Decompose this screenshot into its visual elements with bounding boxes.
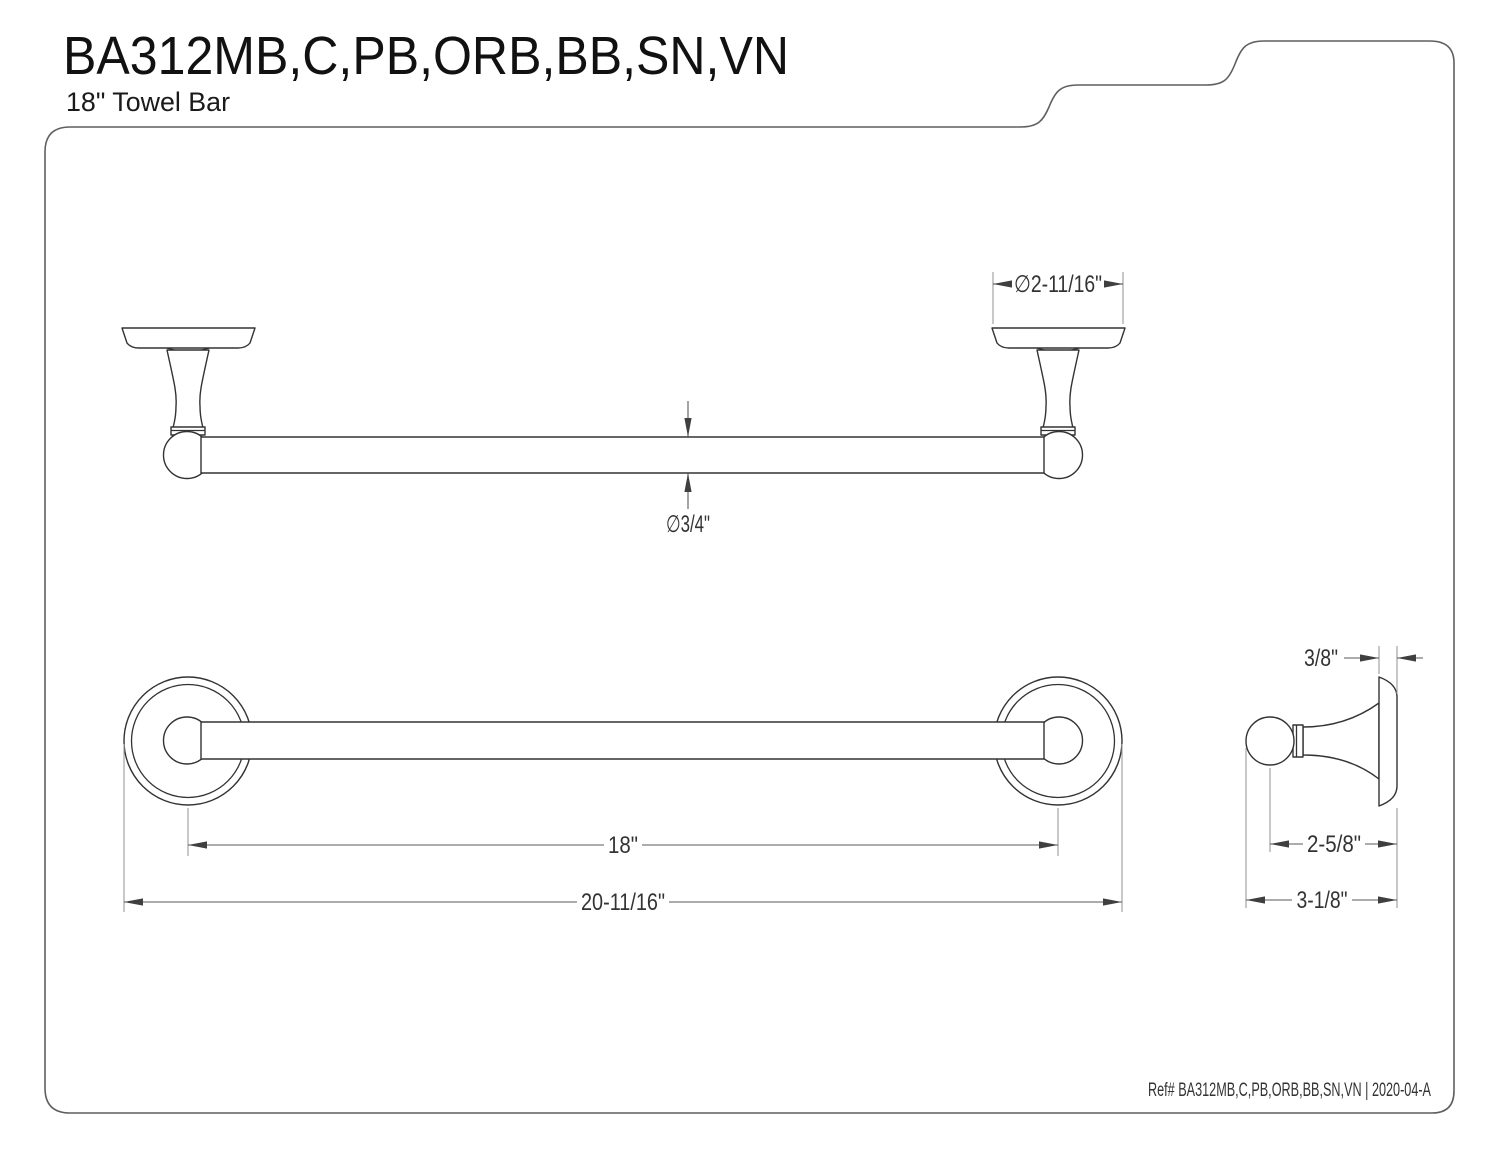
dimension-plate-thickness: 3/8" xyxy=(1304,645,1423,694)
mounting-plate xyxy=(121,327,256,349)
dim-label-ball-to-wall: 2-5/8" xyxy=(1307,831,1361,858)
front-view: 18" 20-11/16" xyxy=(123,676,1123,916)
dim-label-center-to-center: 18" xyxy=(608,832,638,859)
dim-label-plate-thickness: 3/8" xyxy=(1304,645,1338,672)
towel-bar xyxy=(200,436,1045,474)
dim-label-plate-diameter: ∅2-11/16" xyxy=(1014,271,1102,298)
dimension-ball-to-wall: 2-5/8" xyxy=(1269,768,1398,908)
page-title: BA312MB,C,PB,ORB,BB,SN,VN xyxy=(63,26,789,86)
post-stem xyxy=(166,349,210,429)
footer-reference: Ref# BA312MB,C,PB,ORB,BB,SN,VN | 2020-04… xyxy=(1148,1080,1431,1101)
wall-plate xyxy=(1378,676,1398,807)
mounting-plate xyxy=(991,327,1126,349)
stem-trumpet xyxy=(1302,702,1380,780)
towel-bar xyxy=(200,721,1045,760)
side-view: 3/8" 2-5/8" 3-1/8" xyxy=(1245,645,1423,914)
page-subtitle: 18" Towel Bar xyxy=(66,87,230,117)
dimension-plate-diameter: ∅2-11/16" xyxy=(992,271,1124,324)
dimension-overall-length: 20-11/16" xyxy=(123,744,1123,916)
drawing-border xyxy=(44,40,1455,1114)
dim-label-bar-diameter: ∅3/4" xyxy=(666,511,710,538)
dim-label-overall-projection: 3-1/8" xyxy=(1297,887,1348,914)
post-stem xyxy=(1036,349,1080,429)
bar-end-ball xyxy=(1245,716,1295,766)
dimension-bar-diameter: ∅3/4" xyxy=(666,401,710,538)
top-view: ∅2-11/16" ∅3/4" xyxy=(121,271,1126,538)
dim-label-overall-length: 20-11/16" xyxy=(581,889,665,916)
dimension-overall-projection: 3-1/8" xyxy=(1245,748,1397,914)
dimension-center-to-center: 18" xyxy=(187,808,1059,859)
